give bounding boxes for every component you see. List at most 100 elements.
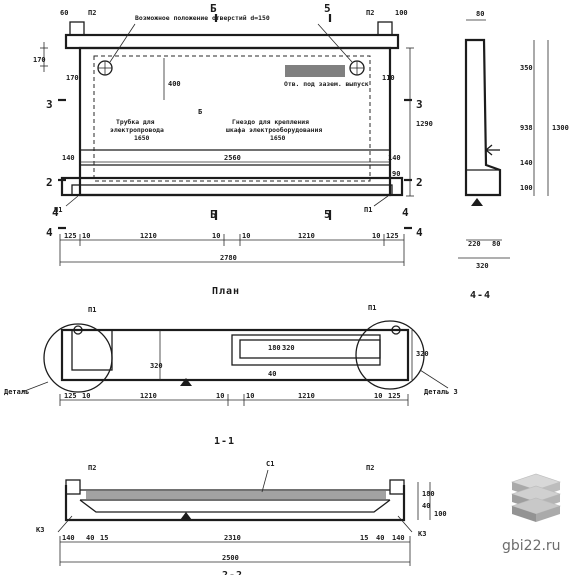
cut-5-top: 5 [324, 2, 331, 15]
plan-dim-1210-a: 1210 [140, 232, 157, 240]
cut-b-bottom: Б [210, 208, 217, 221]
s11-body [60, 328, 410, 382]
plan-dim-10-c: 10 [242, 232, 250, 240]
s22-hatch-band [86, 491, 386, 499]
plan-dim-10-d: 10 [372, 232, 380, 240]
s22-dim-140-right: 140 [392, 534, 405, 542]
s22-dim-15-right: 15 [360, 534, 368, 542]
plan-view [40, 14, 414, 266]
plan-note-pipe-right-dim: 1650 [270, 134, 286, 142]
dim-170-b: 170 [66, 74, 79, 82]
s22-label-p2-left: П2 [88, 464, 96, 472]
watermark-text: gbi22.ru [502, 538, 561, 554]
plan-note-pipe-right-2: шкафа электрооборудования [226, 126, 322, 134]
cut-4-right: 4 [416, 226, 423, 239]
s22-label-k3-left: К3 [36, 526, 44, 534]
s22-dim-40-left: 40 [86, 534, 94, 542]
s44-dim-220: 220 [468, 240, 481, 248]
s22-dim-15-left: 15 [100, 534, 108, 542]
plan-note-pipe-left-dim: 1650 [134, 134, 150, 142]
cut-4-left: 4 [46, 226, 53, 239]
s11-dim-320c: 320 [282, 344, 295, 352]
section-2-2 [57, 469, 431, 566]
s11-dim-125-left: 125 [64, 392, 77, 400]
plan-top-ledge [64, 33, 400, 50]
s44-dim-80: 80 [476, 10, 484, 18]
s11-dim-1210-a: 1210 [140, 392, 157, 400]
detail-circle-right [355, 320, 425, 390]
plan-dim-10-a: 10 [82, 232, 90, 240]
s44-dim-80b: 80 [492, 240, 500, 248]
s22-support-arrow-icon [180, 512, 192, 520]
s22-label-c1: С1 [266, 460, 274, 468]
plan-inner-outline [93, 55, 371, 182]
plan-loop-left [69, 21, 85, 36]
dim-170: 170 [33, 56, 46, 64]
dim-140-right: 140 [388, 154, 401, 162]
s44-title: 4-4 [470, 290, 491, 301]
cut-b-top: Б [210, 2, 217, 15]
plan-dim-125-left: 125 [64, 232, 77, 240]
s11-detail-right: Деталь 3 [424, 388, 458, 396]
plan-mark-b: Б [198, 108, 202, 116]
cut-4-left-b: 4 [52, 206, 59, 219]
s44-dim-320: 320 [476, 262, 489, 270]
s11-dim-40: 40 [268, 370, 276, 378]
s22-dim-2310: 2310 [224, 534, 241, 542]
plan-note-wires: Отв. под зазем. выпуск [284, 80, 369, 88]
section-4-4-profile [464, 38, 502, 197]
plan-note-pipe-left: Трубка для [116, 118, 155, 126]
dim-2560: 2560 [224, 154, 241, 162]
section-1-1 [21, 320, 449, 406]
plan-note-pipe-left-2: электропровода [110, 126, 164, 134]
s22-label-k3-right: К3 [418, 530, 426, 538]
plan-title: План [212, 286, 240, 297]
stacked-slabs-logo-icon [511, 473, 561, 522]
label-p1-left: П1 [54, 206, 62, 214]
s11-label-p1-right: П1 [368, 304, 376, 312]
s22-dim-40: 40 [422, 502, 430, 510]
s11-dim-10-d: 10 [374, 392, 382, 400]
plan-hatched-block [285, 65, 345, 77]
s22-dim-100: 100 [434, 510, 447, 518]
s44-dim-140: 140 [520, 159, 533, 167]
cut-4-right-b: 4 [402, 206, 409, 219]
dim-top-60: 60 [60, 9, 68, 17]
s44-dim-100: 100 [520, 184, 533, 192]
s22-dim-40-right: 40 [376, 534, 384, 542]
s22-dim-180: 180 [422, 490, 435, 498]
s22-dim-total: 2500 [222, 554, 239, 562]
s44-dim-1300: 1300 [552, 124, 569, 132]
cut-3-left: 3 [46, 98, 53, 111]
section-4-4 [458, 19, 549, 259]
s11-detail-left: Деталь [4, 388, 29, 396]
s11-dim-180: 180 [268, 344, 281, 352]
plan-dim-total: 2780 [220, 254, 237, 262]
label-p2-top-right: П2 [366, 9, 374, 17]
detail-circle-left [43, 323, 113, 393]
plan-note-pipe-right: Гнездо для крепления [232, 118, 309, 126]
s22-label-p2-right: П2 [366, 464, 374, 472]
s11-dim-10-a: 10 [82, 392, 90, 400]
plan-loop-right [377, 21, 393, 36]
dim-90: 90 [392, 170, 400, 178]
dim-400: 400 [168, 80, 181, 88]
s11-dim-320a: 320 [150, 362, 163, 370]
s44-dim-350: 350 [520, 64, 533, 72]
s11-dim-10-c: 10 [246, 392, 254, 400]
dim-top-100: 100 [395, 9, 408, 17]
label-p2-top: П2 [88, 9, 96, 17]
s11-dim-1210-b: 1210 [298, 392, 315, 400]
plan-dim-1210-b: 1210 [298, 232, 315, 240]
cut-3-right: 3 [416, 98, 423, 111]
s22-dim-140-left: 140 [62, 534, 75, 542]
s22-title: 2-2 [222, 570, 243, 575]
s11-dim-125-right: 125 [388, 392, 401, 400]
s44-dim-938: 938 [520, 124, 533, 132]
plan-note-holes: Возможное положение отверстий d=150 [135, 14, 270, 22]
s11-label-p1-left: П1 [88, 306, 96, 314]
s11-dim-320b: 320 [416, 350, 429, 358]
label-p1-right: П1 [364, 206, 372, 214]
